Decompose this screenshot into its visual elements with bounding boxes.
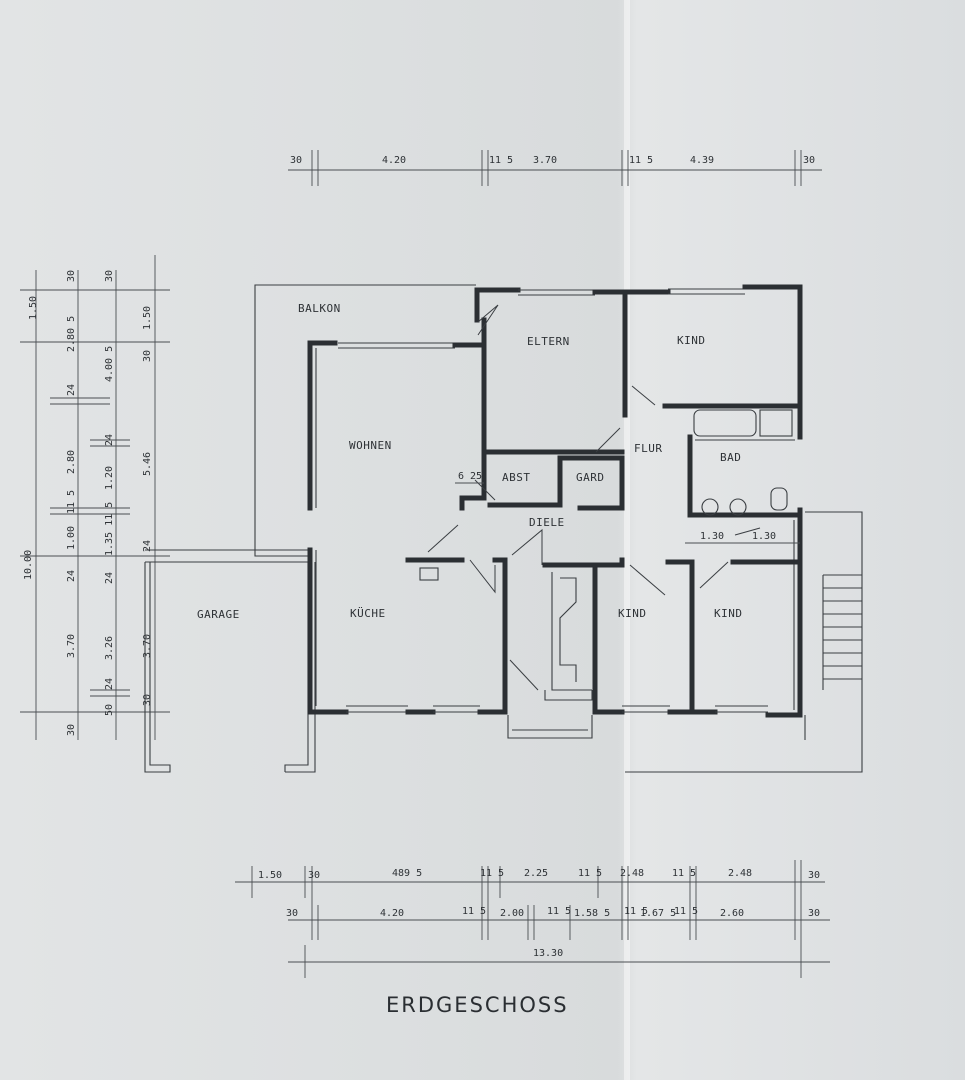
room-labels: BALKON ELTERN KIND WOHNEN FLUR BAD ABST … bbox=[197, 302, 743, 621]
dim-b1-1: 30 bbox=[308, 870, 320, 881]
plan-title: ERDGESCHOSS bbox=[386, 993, 569, 1017]
room-garage: GARAGE bbox=[197, 608, 240, 621]
dim-b2-6: 11 5 bbox=[624, 906, 648, 917]
dim-b2-0: 30 bbox=[286, 908, 298, 919]
dim-b1-8: 2.48 bbox=[728, 868, 752, 879]
dim-b2-5: 1.58 5 bbox=[574, 908, 610, 919]
dim-left2-7: 3.70 bbox=[66, 634, 77, 658]
dim-left2-8: 30 bbox=[66, 724, 77, 736]
dim-left2-3: 2.80 bbox=[66, 450, 77, 474]
dim-left2-0: 30 bbox=[66, 270, 77, 282]
exterior-walls bbox=[307, 284, 803, 718]
dim-left2-2: 24 bbox=[66, 384, 77, 396]
room-kind-s2: KIND bbox=[714, 607, 743, 620]
shower-icon bbox=[759, 409, 793, 437]
dim-left3-3: 1.20 bbox=[104, 466, 115, 490]
dim-left1-0: 1.50 bbox=[28, 296, 39, 320]
room-flur: FLUR bbox=[634, 442, 663, 455]
interior-walls bbox=[405, 289, 863, 773]
dim-b2-8: 11 5 bbox=[674, 906, 698, 917]
bath-fixtures bbox=[419, 409, 793, 581]
dim-left3-7: 24 bbox=[104, 678, 115, 690]
toilet-icon bbox=[770, 487, 788, 511]
dim-b1-2: 489 5 bbox=[392, 868, 422, 879]
dim-b1-6: 2.48 bbox=[620, 868, 644, 879]
dim-b2-3: 2.00 bbox=[500, 908, 524, 919]
dim-top-2: 11 5 bbox=[489, 155, 513, 166]
dim-b2-1: 4.20 bbox=[380, 908, 404, 919]
dim-b1-4: 2.25 bbox=[524, 868, 548, 879]
dim-left3-6: 3.26 bbox=[104, 636, 115, 660]
balcony-outline bbox=[254, 284, 476, 557]
dim-inner-2: 1.30 bbox=[752, 531, 776, 542]
room-kind-s1: KIND bbox=[618, 607, 647, 620]
dim-b2-2: 11 5 bbox=[462, 906, 486, 917]
dim-left3-8: 50 bbox=[104, 704, 115, 716]
dim-top-4: 11 5 bbox=[629, 155, 653, 166]
dim-left4-3: 24 bbox=[142, 540, 153, 552]
dim-left4-1: 30 bbox=[142, 350, 153, 362]
room-kueche: KÜCHE bbox=[350, 607, 386, 620]
dim-b1-9: 30 bbox=[808, 870, 820, 881]
dim-b1-7: 11 5 bbox=[672, 868, 696, 879]
top-dimension-chain: 30 4.20 11 5 3.70 11 5 4.39 30 bbox=[288, 150, 822, 186]
dim-left3-1: 4.00 5 bbox=[104, 346, 115, 382]
left-dimension-chains: 1.50 10.00 30 2.80 5 24 2.80 11 5 1.00 2… bbox=[20, 255, 170, 740]
room-abst: ABST bbox=[502, 471, 531, 484]
dim-total: 13.30 bbox=[533, 948, 563, 959]
dim-b1-0: 1.50 bbox=[258, 870, 282, 881]
room-gard: GARD bbox=[576, 471, 605, 484]
dim-b1-5: 11 5 bbox=[578, 868, 602, 879]
dim-top-3: 3.70 bbox=[533, 155, 557, 166]
door-swings bbox=[427, 304, 761, 691]
bottom-dimension-chains: 1.50 30 489 5 11 5 2.25 11 5 2.48 11 5 2… bbox=[235, 860, 830, 978]
dim-inner-0: 6 25 bbox=[458, 471, 482, 482]
dim-top-0: 30 bbox=[290, 155, 302, 166]
dim-b2-7: 1.67 5 bbox=[640, 908, 676, 919]
dim-top-1: 4.20 bbox=[382, 155, 406, 166]
dim-left3-0: 30 bbox=[104, 270, 115, 282]
dim-left4-2: 5.46 bbox=[142, 452, 153, 476]
bathtub-icon bbox=[693, 409, 757, 437]
paper-fold-line bbox=[624, 0, 630, 1080]
dim-left2-1: 2.80 5 bbox=[66, 316, 77, 352]
dim-left2-5: 1.00 bbox=[66, 526, 77, 550]
sink-icon bbox=[701, 498, 719, 516]
dim-left3-4: 1.35 11 5 bbox=[104, 502, 115, 556]
dim-b2-9: 2.60 bbox=[720, 908, 744, 919]
dim-top-6: 30 bbox=[803, 155, 815, 166]
room-balkon: BALKON bbox=[298, 302, 341, 315]
dim-left2-4: 11 5 bbox=[66, 490, 77, 514]
stove-icon bbox=[419, 567, 439, 581]
dim-left4-0: 1.50 bbox=[142, 306, 153, 330]
dim-top-5: 4.39 bbox=[690, 155, 714, 166]
room-wohnen: WOHNEN bbox=[349, 439, 392, 452]
dim-inner-1: 1.30 bbox=[700, 531, 724, 542]
inner-dimensions: 6 25 1.30 1.30 bbox=[455, 471, 800, 544]
room-diele: DIELE bbox=[529, 516, 565, 529]
dim-left4-4: 3.70 bbox=[142, 634, 153, 658]
sink-icon bbox=[729, 498, 747, 516]
room-bad: BAD bbox=[720, 451, 741, 464]
room-eltern: ELTERN bbox=[527, 335, 570, 348]
garage-outline bbox=[144, 549, 316, 773]
dim-left3-2: 24 bbox=[104, 434, 115, 446]
room-kind-ne: KIND bbox=[677, 334, 706, 347]
dim-left3-5: 24 bbox=[104, 572, 115, 584]
dim-left1-1: 10.00 bbox=[23, 550, 34, 580]
dim-b1-3: 11 5 bbox=[480, 868, 504, 879]
dim-b2-4: 11 5 bbox=[547, 906, 571, 917]
dim-b2-10: 30 bbox=[808, 908, 820, 919]
dim-left2-6: 24 bbox=[66, 570, 77, 582]
dim-left4-5: 30 bbox=[142, 694, 153, 706]
